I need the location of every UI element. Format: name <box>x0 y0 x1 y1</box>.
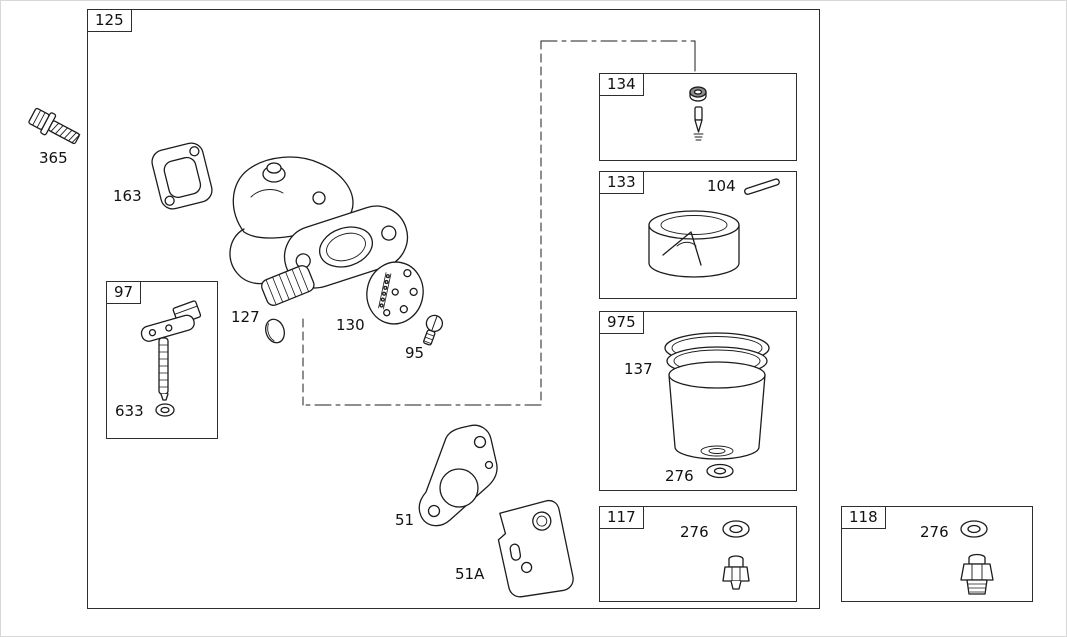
ref-tag-118: 118 <box>841 506 886 529</box>
alignment-lines <box>302 40 696 406</box>
needle-seat-icon <box>689 86 707 141</box>
callout-276-117: 276 <box>680 523 709 541</box>
bowl-nut-icon <box>722 520 750 590</box>
spacer-51a-icon <box>497 499 574 598</box>
callout-276-118: 276 <box>920 523 949 541</box>
callout-51: 51 <box>395 511 415 529</box>
callout-137: 137 <box>624 360 653 378</box>
ref-tag-133: 133 <box>599 171 644 194</box>
callout-51A: 51A <box>455 565 485 583</box>
group-box-975 <box>599 311 797 491</box>
ref-tag-125: 125 <box>87 9 132 32</box>
screw-95-icon <box>423 314 444 346</box>
callout-127: 127 <box>231 308 260 326</box>
valve-assembly-icon <box>140 300 202 417</box>
plate-130-icon <box>366 261 424 325</box>
callout-130: 130 <box>336 316 365 334</box>
group-box-97 <box>106 281 218 439</box>
group-box-117 <box>599 506 797 602</box>
group-box-134 <box>599 73 797 161</box>
callout-633: 633 <box>115 402 144 420</box>
ref-tag-975: 975 <box>599 311 644 334</box>
callout-365: 365 <box>39 149 68 167</box>
bolt-icon <box>28 107 81 145</box>
gasket-51-icon <box>418 424 498 527</box>
ref-tag-117: 117 <box>599 506 644 529</box>
alt-screw-icon <box>960 520 994 595</box>
callout-95: 95 <box>405 344 425 362</box>
callout-276-bowl: 276 <box>665 467 694 485</box>
gasket-163-icon <box>151 142 213 210</box>
welch-plug-icon <box>265 318 285 344</box>
callout-163: 163 <box>113 187 142 205</box>
group-box-133 <box>599 171 797 299</box>
float-icon <box>648 178 780 278</box>
ref-tag-97: 97 <box>106 281 142 304</box>
group-box-125 <box>87 9 820 609</box>
callout-104: 104 <box>707 177 736 195</box>
float-bowl-icon <box>664 332 770 479</box>
ref-tag-134: 134 <box>599 73 644 96</box>
group-box-118 <box>841 506 1033 602</box>
carburetor-body-icon <box>229 156 409 306</box>
